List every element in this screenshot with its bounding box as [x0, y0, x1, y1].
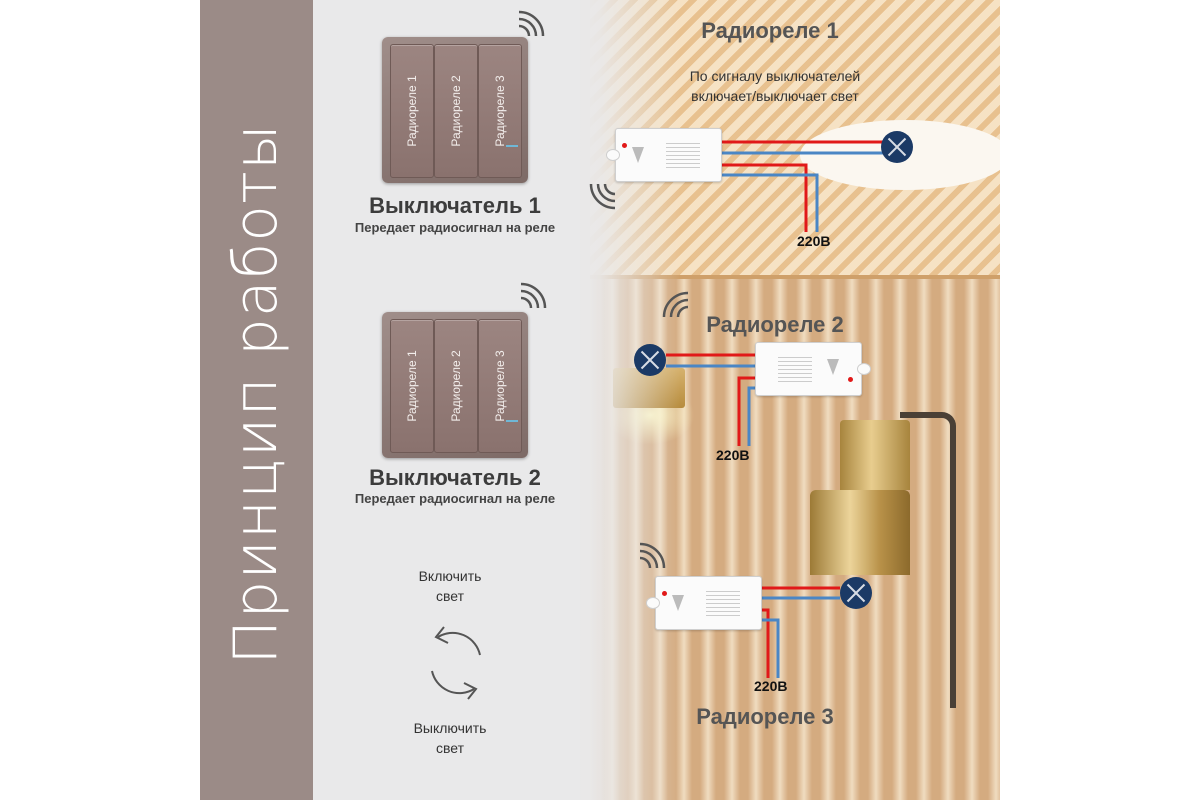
relay-1-description-line-1: По сигналу выключателей: [689, 68, 861, 84]
key-indicator: [506, 145, 518, 147]
relay-1-voltage: 220В: [797, 233, 831, 249]
relay-3-voltage: 220В: [754, 678, 788, 694]
antenna-mark: [672, 595, 684, 611]
turn-on-label: Включить свет: [390, 566, 510, 606]
relay-1-module: [606, 128, 722, 182]
turn-on-line-1: Включить: [418, 568, 482, 584]
relay-1-wifi-signal-icon: [589, 183, 616, 210]
switch-2-key-3[interactable]: Радиореле 3: [478, 319, 522, 453]
turn-on-line-2: свет: [435, 588, 464, 604]
relay-3-live-supply: [760, 608, 770, 678]
antenna-mark: [632, 147, 644, 163]
switch-1-panel[interactable]: Радиореле 1 Радиореле 2 Радиореле 3: [382, 37, 528, 183]
relay-1-bulb-icon: [881, 131, 913, 163]
relay-3-wifi-signal-icon: [639, 542, 666, 569]
background-fade: [200, 0, 1000, 800]
turn-off-line-1: Выключить: [413, 720, 487, 736]
relay-1-wires: [720, 140, 883, 232]
switch-1-key-2[interactable]: Радиореле 2: [434, 44, 478, 178]
switch-2-panel[interactable]: Радиореле 1 Радиореле 2 Радиореле 3: [382, 312, 528, 458]
relay-3-title: Радиореле 3: [696, 704, 834, 729]
relay-2-wires: [666, 353, 755, 446]
turn-off-label: Выключить свет: [390, 718, 510, 758]
relay-2-title: Радиореле 2: [706, 312, 844, 337]
infographic: Принцип работы Радиореле 1 Радиореле 2 Р…: [200, 0, 1000, 800]
label-print: [706, 590, 740, 616]
mount-ear: [646, 597, 660, 609]
relay-2-live-supply: [737, 376, 755, 446]
label-print: [778, 356, 812, 382]
relay-2-voltage: 220В: [716, 447, 750, 463]
relay-1-neutral-supply: [720, 173, 819, 232]
status-led: [848, 377, 853, 382]
relay-2-neutral-supply: [747, 386, 755, 446]
turn-off-line-2: свет: [435, 740, 464, 756]
key-indicator: [506, 420, 518, 422]
relay-3-bulb-icon: [840, 577, 872, 609]
status-led: [622, 143, 627, 148]
switch-1-key-1[interactable]: Радиореле 1: [390, 44, 434, 178]
relay-3-neutral-supply: [760, 618, 780, 678]
relay-1-description: По сигналу выключателей включает/выключа…: [640, 66, 910, 106]
switch-2-key-1[interactable]: Радиореле 1: [390, 319, 434, 453]
relay-1-description-line-2: включает/выключает свет: [691, 88, 859, 104]
switch-1-wifi-signal-icon: [518, 10, 545, 37]
switch-1-key-3[interactable]: Радиореле 3: [478, 44, 522, 178]
relay-1-title: Радиореле 1: [701, 18, 839, 43]
relay-2-bulb-icon: [634, 344, 666, 376]
relay-2-wifi-signal-icon: [662, 291, 689, 318]
switch-2-key-2[interactable]: Радиореле 2: [434, 319, 478, 453]
cycle-arrows-icon: [431, 626, 481, 700]
status-led: [662, 591, 667, 596]
switch-1-subtitle: Передает радиосигнал на реле: [354, 220, 556, 235]
title-sidebar: Принцип работы: [200, 0, 313, 800]
mount-ear: [606, 149, 620, 161]
relay-3-wires: [760, 586, 840, 678]
mount-ear: [857, 363, 871, 375]
antenna-mark: [827, 359, 839, 375]
switch-2-subtitle: Передает радиосигнал на реле: [354, 491, 556, 506]
switch-1-title: Выключатель 1: [369, 193, 541, 218]
relay-2-module: [755, 342, 871, 396]
label-print: [666, 142, 700, 168]
relay-1-live-supply: [720, 163, 808, 232]
switch-2-wifi-signal-icon: [520, 282, 547, 309]
relay-3-module: [646, 576, 762, 630]
wiring-diagram: [666, 140, 883, 678]
switch-2-title: Выключатель 2: [369, 465, 541, 490]
